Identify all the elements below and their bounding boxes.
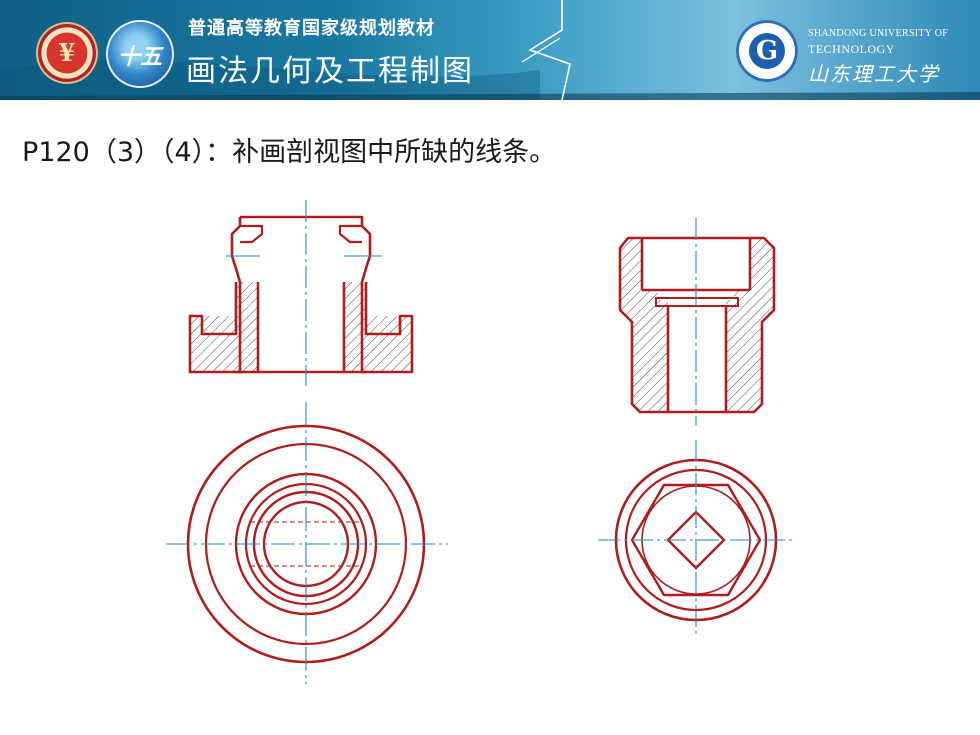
textbook-series-label: 普通高等教育国家级规划教材	[188, 18, 435, 39]
university-name-en-line1: SHANDONG UNIVERSITY OF	[808, 28, 949, 39]
left-outline-right	[240, 215, 414, 374]
university-emblem: G	[736, 20, 798, 82]
header-banner: ¥ 十五 普通高等教育国家级规划教材 画法几何及工程制图 G SHANDONG …	[0, 0, 980, 100]
left-flange-hatch-left	[190, 316, 236, 372]
right-top-view	[598, 440, 792, 636]
problem-statement: P120（3）（4）：补画剖视图中所缺的线条。	[22, 137, 557, 168]
decorative-bolt-line	[521, 0, 571, 100]
left-flange-hatch-right	[366, 316, 412, 372]
left-section-view	[188, 200, 414, 386]
university-name-cn: 山东理工大学	[808, 62, 940, 86]
right-section-view	[618, 218, 776, 426]
left-groove-right	[338, 224, 362, 244]
left-top-view	[166, 402, 448, 684]
left-groove-left	[240, 224, 264, 244]
left-wall-hatch-left	[236, 282, 258, 372]
university-name-en-line2: TECHNOLOGY	[808, 42, 895, 56]
course-title: 画法几何及工程制图	[186, 54, 474, 89]
left-wall-hatch-right	[344, 282, 366, 372]
tenth-five-year-plan-logo: 十五	[106, 20, 174, 88]
textbook-series-logo: ¥	[36, 22, 98, 84]
right-outline	[618, 236, 776, 414]
